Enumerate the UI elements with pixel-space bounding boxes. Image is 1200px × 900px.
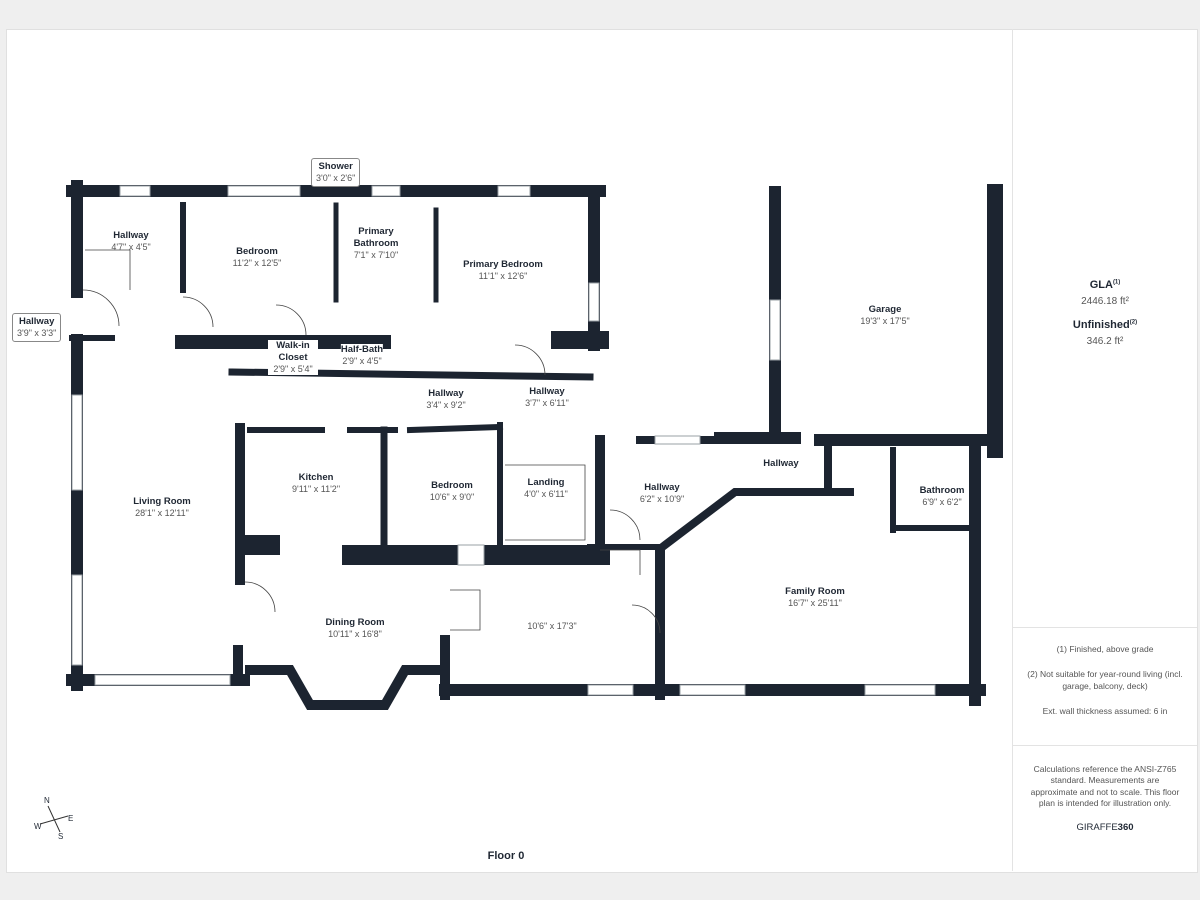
note-1: (1) Finished, above grade [1056,644,1154,654]
compass-icon: N E S W [30,796,76,842]
gla-value: 2446.18 ft² [1081,296,1129,307]
compass-north: N [44,796,50,805]
room-hallway-garage: Hallway [763,458,799,469]
compass-east: E [68,814,74,823]
floor-label: Floor 0 [487,850,525,862]
disclaimer: Calculations reference the ANSI-Z765 sta… [1030,764,1180,809]
note-3: Ext. wall thickness assumed: 6 in [1042,706,1168,717]
unfinished-value: 346.2 ft² [1086,336,1124,347]
floor-plan-walls [66,180,1003,710]
brand-logo: GIRAFFE360 [1076,821,1134,833]
gla-label: GLA(1) [1089,279,1121,291]
unfinished-label: Unfinished(2) [1072,319,1138,331]
compass-west: W [34,822,42,831]
room-unnamed: 10'6" x 17'3" [527,621,577,631]
summary-panel: GLA(1) 2446.18 ft² Unfinished(2) 346.2 f… [1012,29,1197,871]
compass-south: S [58,832,64,841]
note-2: (2) Not suitable for year-round living (… [1027,669,1183,691]
